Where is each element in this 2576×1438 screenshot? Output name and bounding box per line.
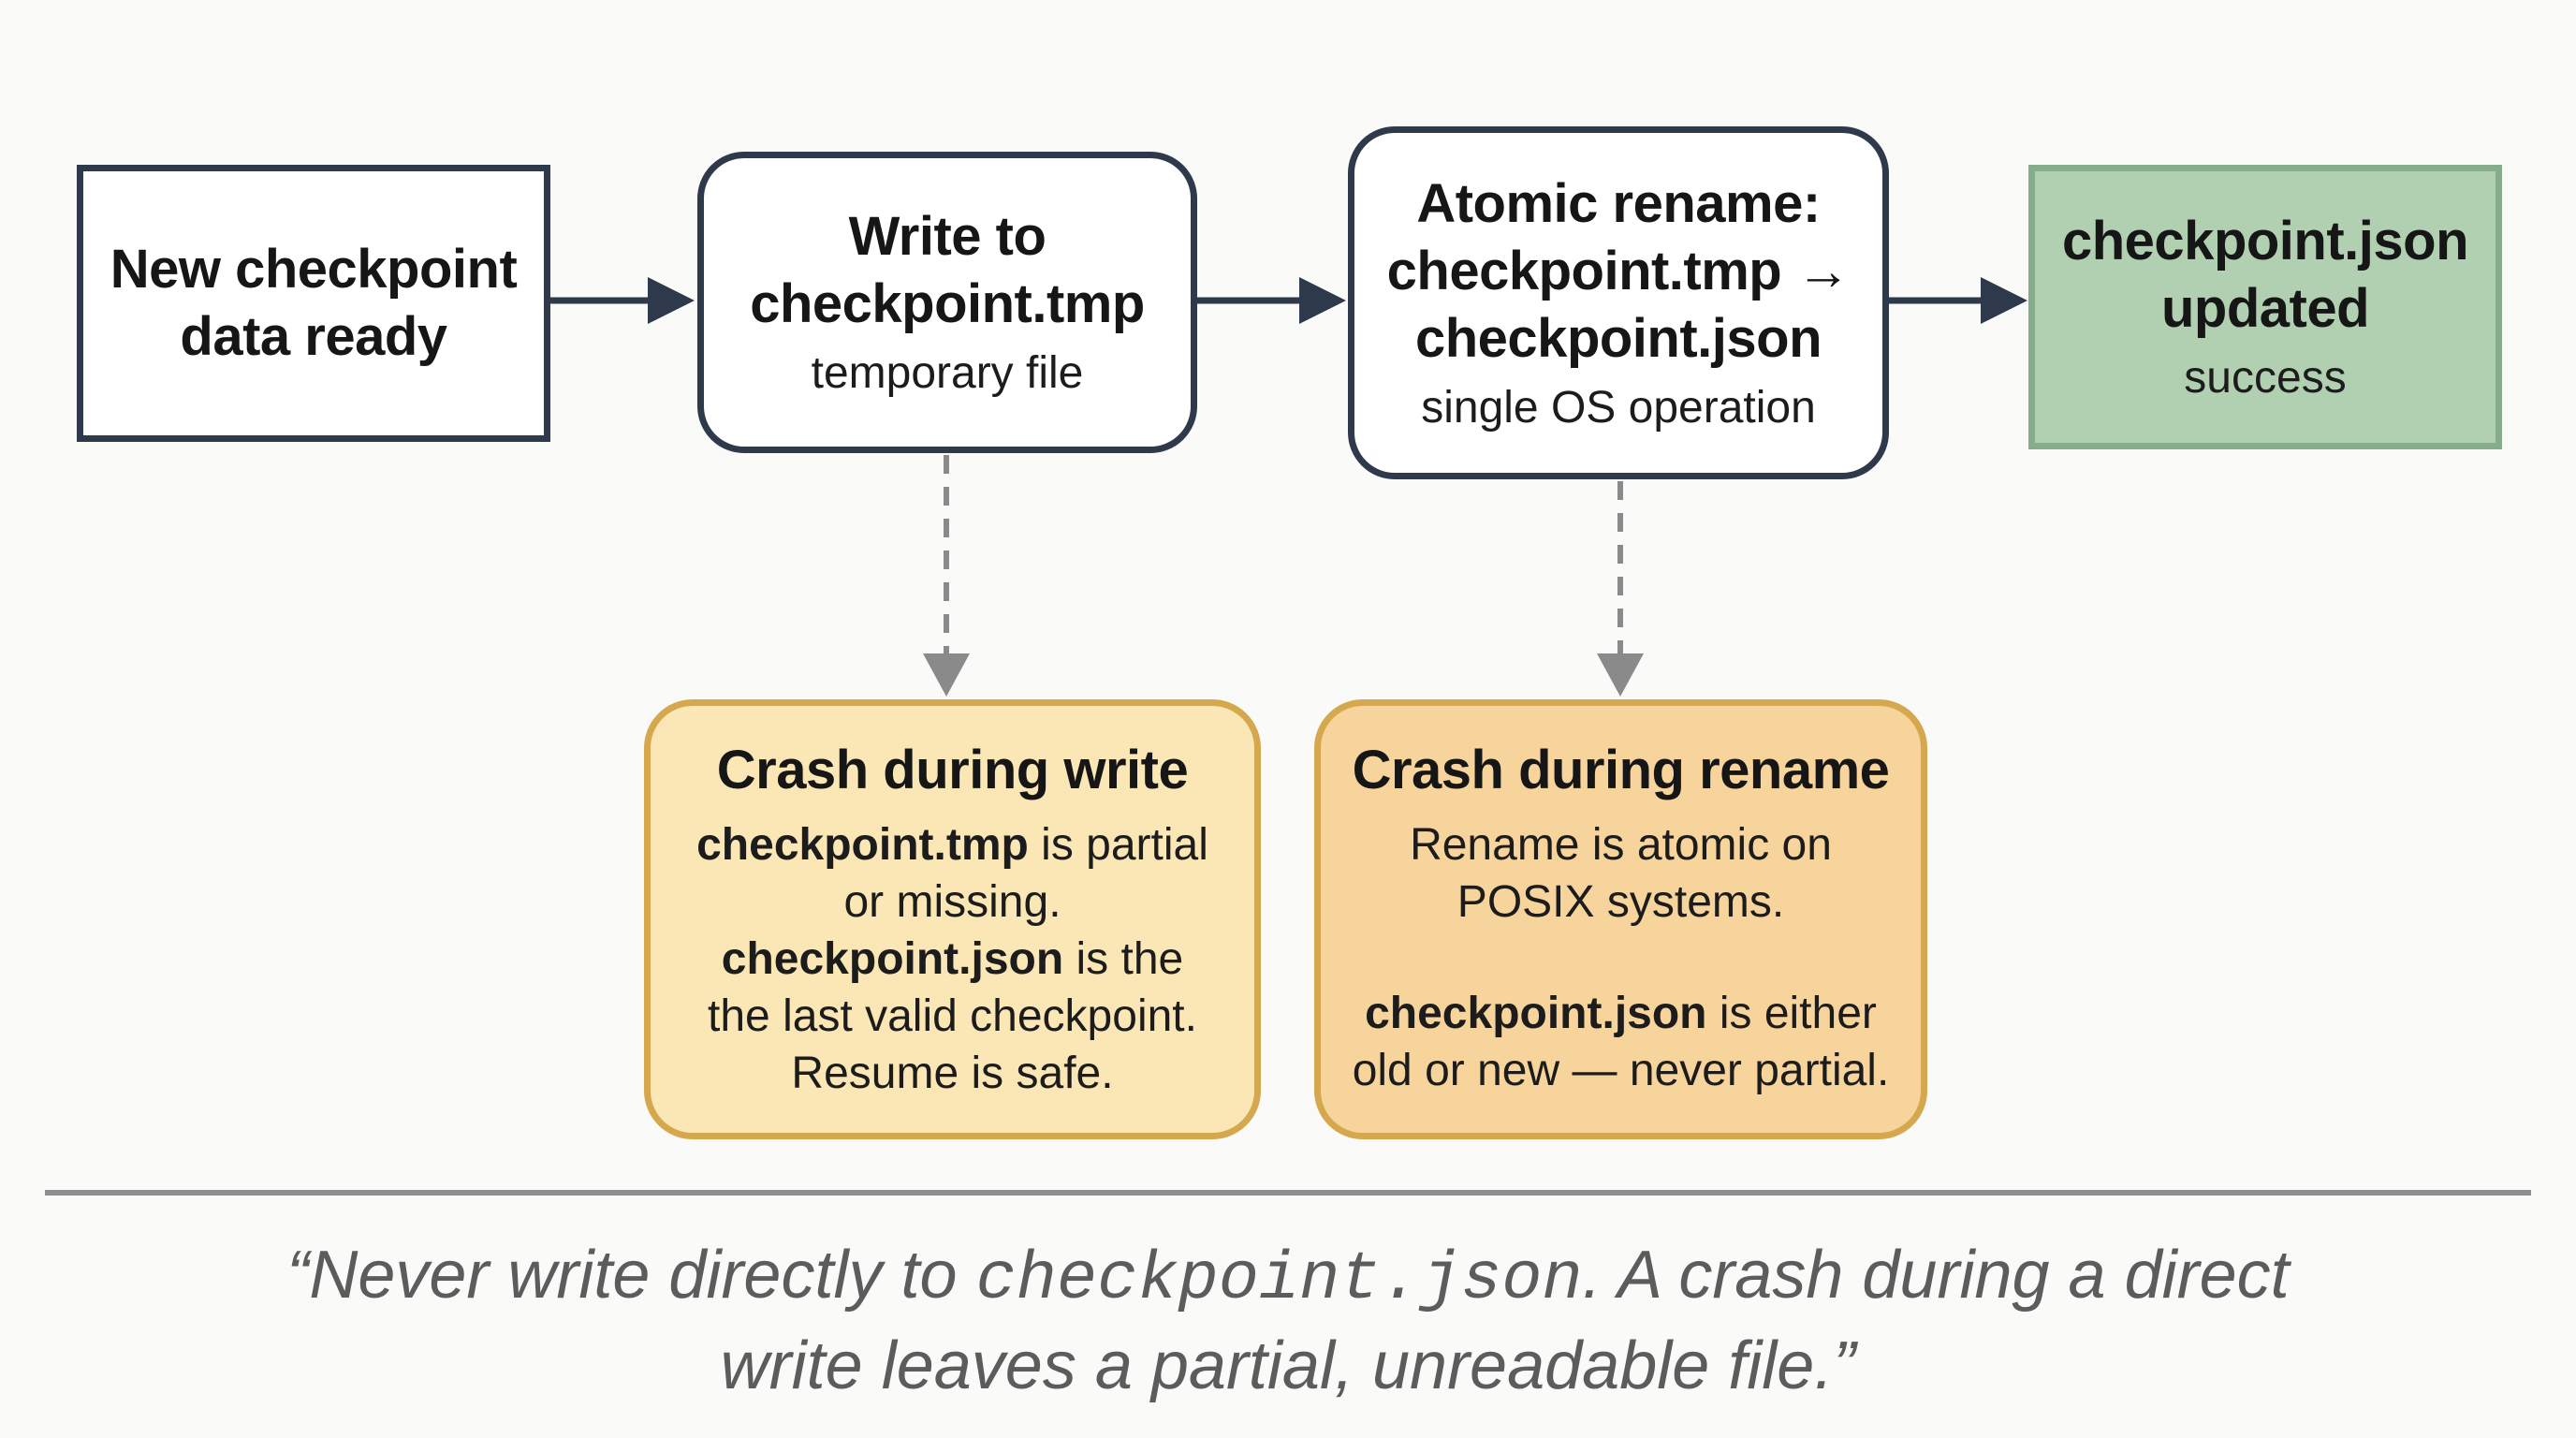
quote-line1: “Never write directly to checkpoint.json… xyxy=(0,1232,2576,1323)
crash-during-write-line1: checkpoint.tmp is partial xyxy=(696,816,1208,873)
crash-during-rename-line3-rest: is either xyxy=(1706,989,1877,1038)
crash-during-rename-line1: Rename is atomic on xyxy=(1410,820,1832,870)
node-atomic-rename-subtitle: single OS operation xyxy=(1421,382,1816,433)
node-new-checkpoint-title-line1: New checkpoint xyxy=(110,239,518,300)
quote-caption: “Never write directly to checkpoint.json… xyxy=(0,1232,2576,1409)
quote-part1: “Never write directly to xyxy=(286,1238,976,1313)
dashed-arrow-rename-to-crash xyxy=(1597,481,1644,697)
arrow-rename-to-updated xyxy=(1889,277,2027,324)
quote-code: checkpoint.json xyxy=(975,1241,1583,1318)
quote-part2: . A crash during a direct xyxy=(1582,1238,2290,1313)
node-updated-title-line1: checkpoint.json xyxy=(2061,211,2469,271)
dashed-arrow-write-to-crash xyxy=(923,455,970,697)
crash-during-write-box: Crash during write checkpoint.tmp is par… xyxy=(644,699,1261,1139)
crash-during-write-line1-rest: is partial xyxy=(1028,820,1208,870)
crash-during-rename-line3-bold: checkpoint.json xyxy=(1365,989,1707,1038)
crash-during-write-line1-bold: checkpoint.tmp xyxy=(696,820,1029,870)
node-new-checkpoint-title-line2: data ready xyxy=(180,306,447,367)
node-write-tmp: Write to checkpoint.tmp temporary file xyxy=(697,152,1197,453)
crash-during-write-line3-rest: is the xyxy=(1063,934,1184,984)
node-write-tmp-title-line1: Write to xyxy=(848,206,1046,267)
crash-during-rename-title: Crash during rename xyxy=(1352,740,1890,800)
crash-during-write-line3-bold: checkpoint.json xyxy=(721,934,1064,984)
divider xyxy=(45,1190,2531,1196)
crash-during-rename-box: Crash during rename Rename is atomic on … xyxy=(1314,699,1927,1139)
crash-during-rename-line4: old or new — never partial. xyxy=(1352,1046,1890,1095)
arrow-write-to-rename xyxy=(1197,277,1346,324)
node-atomic-rename-title-line3: checkpoint.json xyxy=(1414,307,1822,369)
arrow-new-to-write xyxy=(550,277,695,324)
crash-during-write-line4: the last valid checkpoint. xyxy=(708,991,1197,1041)
node-new-checkpoint: New checkpoint data ready xyxy=(77,165,550,442)
node-atomic-rename: Atomic rename: checkpoint.tmp → checkpoi… xyxy=(1348,126,1889,479)
node-write-tmp-title-line2: checkpoint.tmp xyxy=(750,273,1145,334)
crash-during-rename-line2: POSIX systems. xyxy=(1456,877,1785,927)
node-atomic-rename-title-line1: Atomic rename: xyxy=(1416,172,1821,234)
crash-during-write-title: Crash during write xyxy=(716,740,1189,800)
crash-during-rename-line3: checkpoint.json is either xyxy=(1365,985,1877,1042)
node-write-tmp-subtitle: temporary file xyxy=(811,348,1084,398)
quote-line2: write leaves a partial, unreadable file.… xyxy=(720,1328,1856,1403)
crash-during-write-line2: or missing. xyxy=(843,877,1061,927)
node-updated-subtitle: success xyxy=(2184,353,2347,403)
crash-during-write-line3: checkpoint.json is the xyxy=(722,931,1183,988)
node-updated: checkpoint.json updated success xyxy=(2028,165,2502,449)
node-updated-title-line2: updated xyxy=(2160,278,2370,339)
node-atomic-rename-title-line2: checkpoint.tmp → xyxy=(1386,240,1851,301)
crash-during-write-line5: Resume is safe. xyxy=(791,1049,1114,1098)
